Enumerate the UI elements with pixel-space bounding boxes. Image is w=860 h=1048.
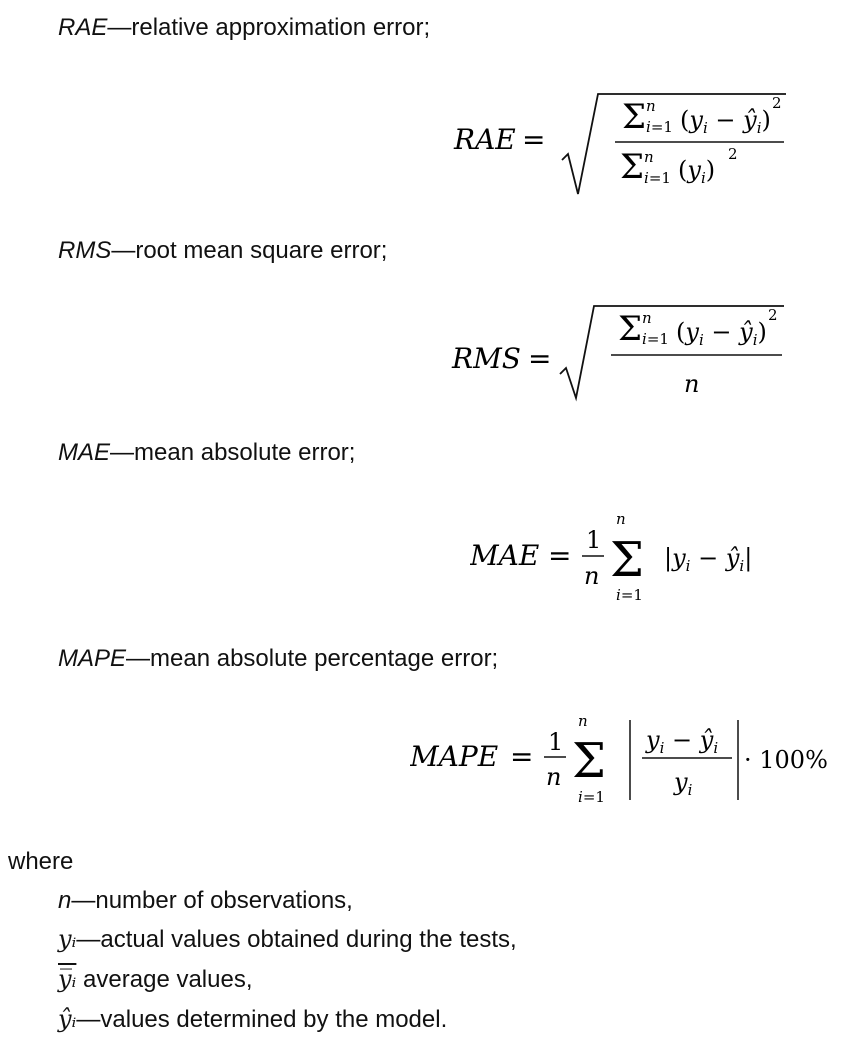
formula-rae: RAE = Σ n i=1 (yi − ŷi) 2 Σ n i=1 (yi) 2 (453, 93, 786, 195)
svg-text:n: n (642, 309, 652, 327)
svg-text:Σ: Σ (572, 733, 606, 789)
svg-text:n: n (644, 148, 654, 166)
def-mae-symbol: MAE (58, 439, 111, 466)
svg-text:2: 2 (728, 145, 738, 163)
def-mae: MAE—mean absolute error; (58, 439, 355, 467)
svg-text:Σ: Σ (622, 97, 646, 137)
svg-text:Σ: Σ (618, 309, 642, 349)
var-n-symbol: n (58, 887, 72, 914)
formula-rae-lhs: RAE (453, 123, 516, 156)
formula-rms-lhs: RMS (451, 342, 521, 375)
svg-text:i=1: i=1 (644, 169, 671, 187)
var-ybar-text: average values, (76, 966, 253, 993)
def-rae-text: —relative approximation error; (107, 14, 431, 41)
svg-text:yi: yi (673, 768, 693, 799)
svg-text:=: = (528, 342, 551, 375)
def-rms-symbol: RMS (58, 237, 112, 264)
var-yhat-text: —values determined by the model. (76, 1006, 448, 1033)
svg-text:=: = (510, 740, 533, 773)
var-y: yᵢ—actual values obtained during the tes… (58, 925, 517, 954)
svg-text:2: 2 (772, 94, 782, 112)
formula-mape-lhs: MAPE (410, 740, 498, 773)
svg-text:n: n (578, 712, 588, 730)
def-mape: MAPE—mean absolute percentage error; (58, 645, 498, 673)
svg-text:1: 1 (586, 526, 601, 554)
var-n: n—number of observations, (58, 887, 353, 915)
svg-text:Σ: Σ (620, 147, 644, 187)
var-yhat: ŷᵢ—values determined by the model. (58, 1005, 447, 1034)
formula-rms-radical (559, 305, 784, 402)
svg-text:2: 2 (768, 306, 778, 324)
var-n-text: —number of observations, (71, 887, 353, 914)
var-ybar-symbol: y̅ᵢ (58, 965, 77, 993)
svg-text:i=1: i=1 (646, 118, 673, 136)
svg-text:i=1: i=1 (642, 330, 669, 348)
formula-mae: MAE = 1 n n Σ i=1 |yi − ŷi| (470, 510, 752, 604)
formula-rae-radical (561, 93, 786, 195)
svg-text:yi − ŷi: yi − ŷi (645, 726, 718, 757)
svg-text:=: = (522, 123, 545, 156)
formula-mae-lhs: MAE (470, 539, 539, 572)
svg-text:=: = (548, 539, 571, 572)
svg-text:n: n (684, 370, 699, 398)
var-yhat-symbol: ŷᵢ (58, 1005, 77, 1033)
where-label: where (8, 848, 74, 875)
svg-text:i=1: i=1 (616, 586, 643, 604)
def-rae: RAE—relative approximation error; (58, 14, 430, 42)
formula-rms: RMS = Σ n i=1 (yi − ŷi) 2 n (451, 305, 784, 402)
svg-text:i=1: i=1 (578, 788, 605, 806)
def-rae-symbol: RAE (58, 14, 108, 41)
def-mape-symbol: MAPE (58, 645, 127, 672)
svg-text:n: n (546, 763, 561, 791)
formula-mape: MAPE = 1 n n Σ i=1 yi − ŷi yi · 100% (410, 712, 828, 806)
svg-text:(yi): (yi) (678, 156, 715, 187)
def-rms: RMS—root mean square error; (58, 237, 387, 265)
svg-text:· 100%: · 100% (744, 746, 828, 774)
var-y-text: —actual values obtained during the tests… (76, 926, 517, 953)
var-ybar: y̅ᵢ average values, (58, 965, 253, 994)
svg-text:1: 1 (548, 728, 563, 756)
svg-text:Σ: Σ (610, 532, 644, 588)
svg-text:|yi − ŷi|: |yi − ŷi| (664, 544, 752, 575)
var-y-symbol: yᵢ (58, 925, 77, 953)
def-mape-text: —mean absolute percentage error; (126, 645, 499, 672)
svg-text:n: n (646, 97, 656, 115)
svg-text:n: n (584, 562, 599, 590)
def-rms-text: —root mean square error; (111, 237, 388, 264)
def-mae-text: —mean absolute error; (110, 439, 356, 466)
svg-text:(yi − ŷi): (yi − ŷi) (680, 106, 771, 137)
svg-text:(yi − ŷi): (yi − ŷi) (676, 318, 767, 349)
svg-text:n: n (616, 510, 626, 528)
